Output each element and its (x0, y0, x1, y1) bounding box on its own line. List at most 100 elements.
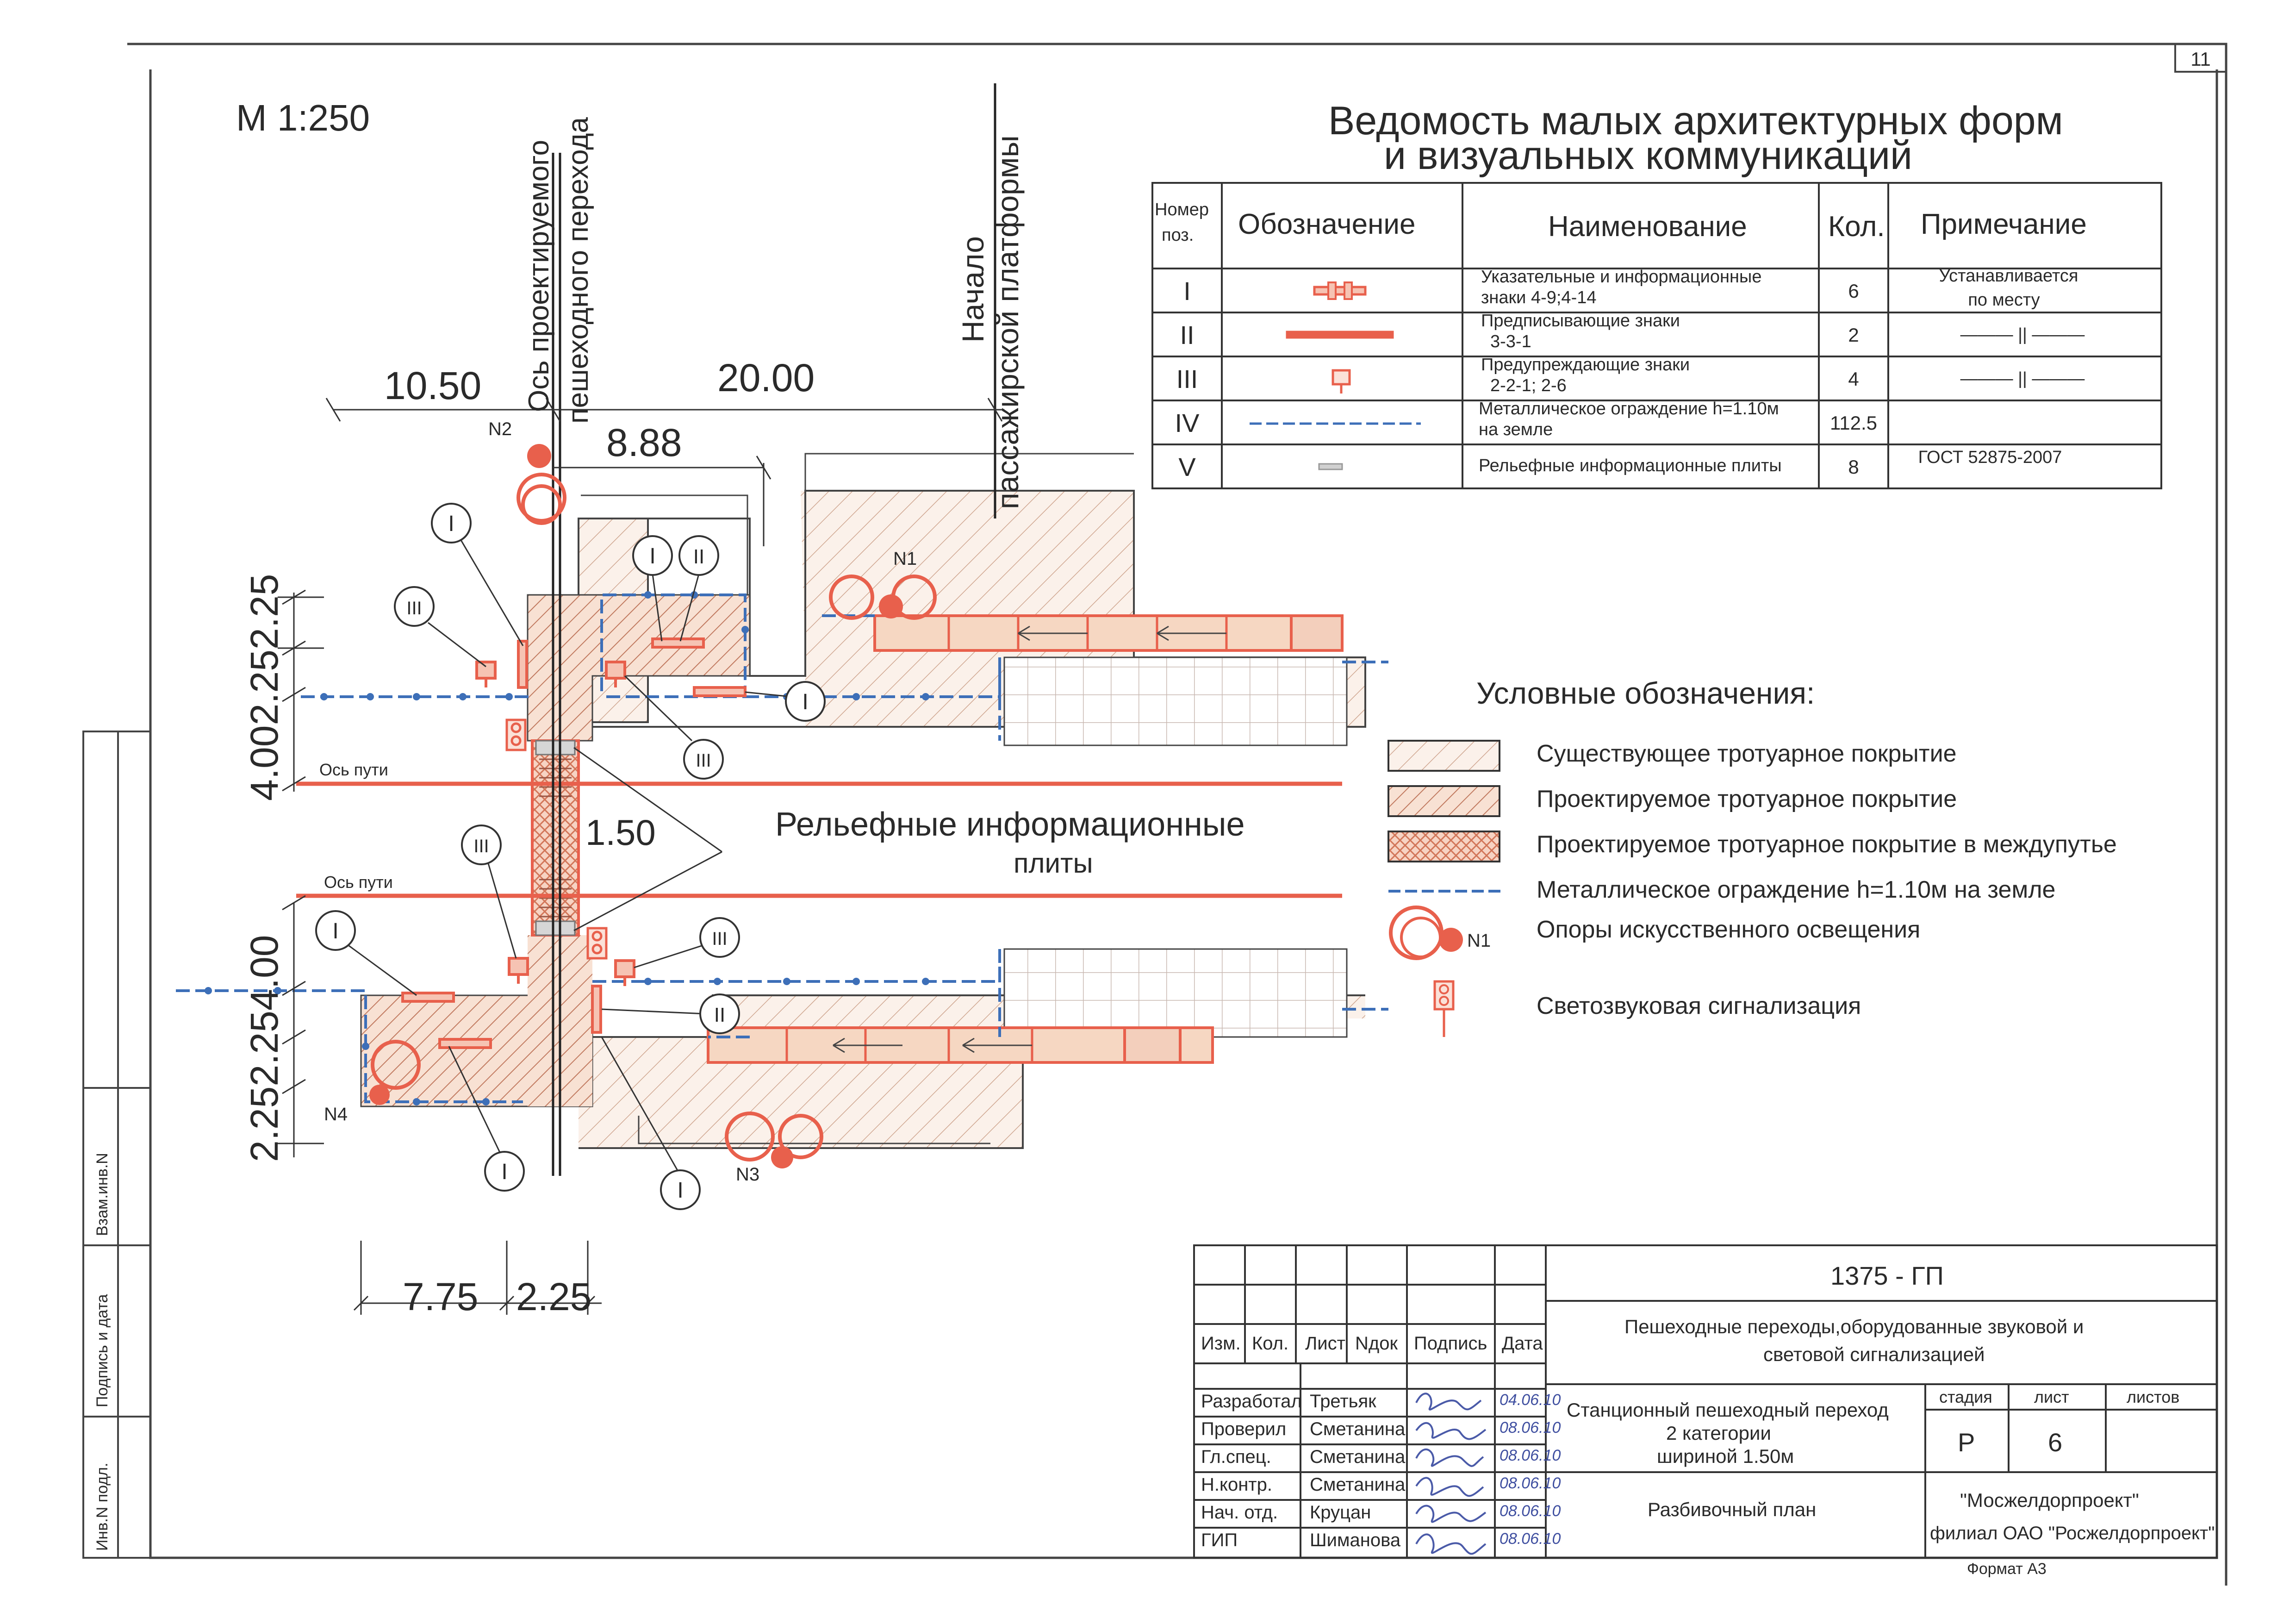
stamp-code: 1375 - ГП (1830, 1261, 1944, 1290)
crossing-axis (552, 83, 996, 1176)
tactile-callout-line1: Рельефные информационные (775, 806, 1245, 843)
stamp-role-1: Разработал (1201, 1391, 1302, 1412)
pole-label-n1: N1 (893, 549, 917, 569)
stamp-date-3: 08.06.10 (1500, 1447, 1561, 1464)
crossing-axis-label-1: Ось проектируемого (523, 140, 555, 412)
legend-item-poles: Опоры искусственного освещения (1537, 916, 1920, 943)
vedomost-row-5-name-1: Рельефные информационные плиты (1479, 456, 1782, 475)
scale-label: М 1:250 (236, 97, 370, 138)
stamp-col-signature: Подпись (1414, 1333, 1487, 1354)
callout-i-4: I (332, 919, 338, 943)
stamp-name-2: Сметанина (1310, 1419, 1406, 1439)
stamp-stage-label: стадия (1939, 1387, 1992, 1406)
vedomost-row-4-qty: 112.5 (1830, 412, 1877, 434)
side-stamp (82, 731, 151, 1559)
pole-dots (369, 444, 903, 1168)
vedomost-row-1-name-2: знаки 4-9;4-14 (1481, 288, 1597, 307)
stamp-stage-value: Р (1958, 1428, 1975, 1457)
vedomost-row-1-qty: 6 (1848, 280, 1859, 302)
side-stamp-inv: Инв.N подл. (93, 1463, 111, 1551)
legend-item-signal: Светозвуковая сигнализация (1537, 993, 1861, 1019)
vedomost-row-2-note: ——— || ——— (1960, 325, 2085, 344)
vedomost-row-3-pos: III (1176, 364, 1198, 394)
callout-ii-1: II (693, 545, 704, 568)
vedomost-row-2-qty: 2 (1848, 324, 1859, 346)
stamp-col-izm: Изм. (1201, 1333, 1241, 1354)
pole-label-n2: N2 (488, 419, 512, 439)
side-stamp-replace: Взам.инв.N (93, 1153, 111, 1236)
stamp-format: Формат А3 (1967, 1560, 2047, 1578)
legend-swatches (1388, 740, 1504, 1037)
stamp-role-2: Проверил (1201, 1419, 1286, 1439)
callout-iii-2: III (696, 750, 711, 771)
vedomost-row-5-pos: V (1178, 452, 1196, 481)
stamp-role-6: ГИП (1201, 1530, 1238, 1550)
signatures (1415, 1393, 1487, 1555)
vedomost-header-oboz: Обозначение (1238, 208, 1415, 240)
callout-iii-4: III (712, 929, 727, 949)
stamp-date-5: 08.06.10 (1500, 1502, 1561, 1520)
stamp-org-1: "Мосжелдорпроект" (1960, 1489, 2139, 1511)
platform-start-label-1: Начало (956, 236, 990, 343)
dim-crossing-width: 1.50 (585, 812, 656, 853)
stamp-description-2: световой сигнализацией (1763, 1343, 1985, 1365)
stamp-name-6: Шиманова (1310, 1530, 1401, 1550)
tactile-callout-line2: плиты (1014, 848, 1093, 879)
crossing-axis-label-2: пешеходного перехода (562, 117, 594, 424)
legend-title: Условные обозначения: (1476, 676, 1815, 710)
stamp-date-2: 08.06.10 (1500, 1419, 1561, 1437)
legend-item-fence: Металлическое ограждение h=1.10м на земл… (1537, 876, 2055, 903)
vedomost-row-3-name-2: 2-2-1; 2-6 (1490, 376, 1567, 395)
vedomost-header-num-2: поз. (1162, 225, 1194, 245)
stamp-name-5: Круцан (1310, 1502, 1371, 1523)
platform-strip-upper (873, 614, 1344, 652)
vedomost-title-line2: и визуальных коммуникаций (1384, 133, 1912, 178)
sheet-corner-number: 11 (2190, 48, 2211, 70)
stamp-sheet-value: 6 (2048, 1428, 2062, 1457)
vedomost-header-note: Примечание (1921, 208, 2087, 240)
stamp-date-1: 04.06.10 (1500, 1391, 1561, 1409)
dimension-lines (278, 398, 1004, 1315)
vedomost-symbols (1250, 281, 1421, 470)
title-block-grid (1193, 1244, 2218, 1559)
stamp-name-1: Третьяк (1310, 1391, 1376, 1412)
signs (401, 637, 747, 1049)
stamp-col-ndok: Nдок (1355, 1333, 1398, 1354)
pole-label-n3: N3 (736, 1164, 759, 1185)
legend-item-projected: Проектируемое тротуарное покрытие (1537, 786, 1957, 812)
vedomost-row-4-name-2: на земле (1479, 420, 1553, 439)
stamp-object-3: шириной 1.50м (1657, 1445, 1794, 1467)
stamp-date-4: 08.06.10 (1500, 1474, 1561, 1492)
callout-i-2: I (649, 544, 655, 568)
stamp-name-3: Сметанина (1310, 1447, 1406, 1467)
vedomost-row-2-name-1: Предписывающие знаки (1481, 311, 1680, 331)
vedomost-row-5-note: ГОСТ 52875-2007 (1918, 448, 2062, 467)
vedomost-header-name: Наименование (1548, 211, 1747, 243)
stamp-col-list: Лист (1305, 1333, 1345, 1354)
callout-i-5: I (501, 1160, 507, 1184)
platform-start-label-2: пассажирской платформы (990, 135, 1025, 509)
stamp-sheets-label: листов (2127, 1387, 2179, 1406)
callout-i-6: I (677, 1178, 683, 1203)
vedomost-row-1-pos: I (1183, 276, 1191, 306)
vedomost-header-qty: Кол. (1828, 211, 1885, 243)
pole-label-n4: N4 (324, 1104, 348, 1124)
track-axis-label-lower: Ось пути (324, 873, 393, 892)
vedomost-row-3-name-1: Предупреждающие знаки (1481, 355, 1690, 375)
stamp-col-kol: Кол. (1252, 1333, 1288, 1354)
legend-pole-label: N1 (1467, 931, 1491, 951)
stamp-object-1: Станционный пешеходный переход (1567, 1399, 1889, 1421)
track-axes (296, 781, 1342, 898)
vedomost-row-5-qty: 8 (1848, 456, 1859, 478)
legend-item-existing: Существующее тротуарное покрытие (1537, 740, 1957, 767)
signal-icons (505, 718, 608, 960)
stamp-col-date: Дата (1502, 1333, 1543, 1354)
vedomost-row-4-pos: IV (1175, 408, 1200, 437)
dim-vertical-bottom: 2.252.254.00 (243, 935, 286, 1162)
vedomost-row-4-name-1: Металлическое ограждение h=1.10м (1479, 399, 1779, 418)
stamp-object-2: 2 категории (1666, 1422, 1771, 1444)
vedomost-header-num-1: Номер (1155, 200, 1209, 219)
stamp-date-6: 08.06.10 (1500, 1530, 1561, 1548)
vedomost-row-1-note-2: по месту (1968, 290, 2040, 310)
